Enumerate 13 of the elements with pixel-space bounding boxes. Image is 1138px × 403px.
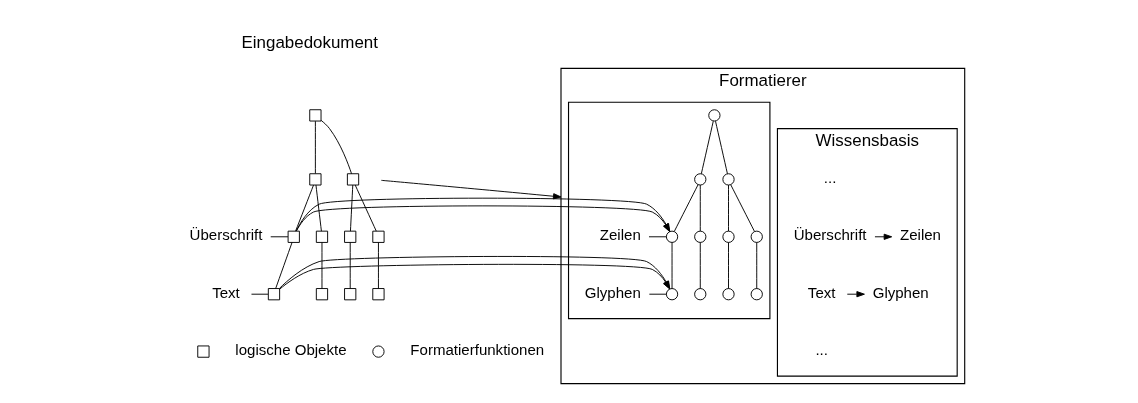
node-text: Text xyxy=(212,283,240,301)
legend-label: logische Objekte xyxy=(235,341,347,359)
legend-label: Formatierfunktionen xyxy=(410,341,545,359)
node-text: Zeilen xyxy=(899,226,941,244)
node-text: Glyphen xyxy=(584,283,641,301)
node-text: Zeilen xyxy=(599,226,641,244)
label: ... xyxy=(823,168,837,186)
node-text: Glyphen xyxy=(872,283,929,301)
node-text: Überschrift xyxy=(793,226,867,244)
node-text: Text xyxy=(807,283,836,301)
node-text: Überschrift xyxy=(189,226,263,244)
label: ... xyxy=(815,341,828,359)
label: Eingabedokument xyxy=(241,33,378,53)
